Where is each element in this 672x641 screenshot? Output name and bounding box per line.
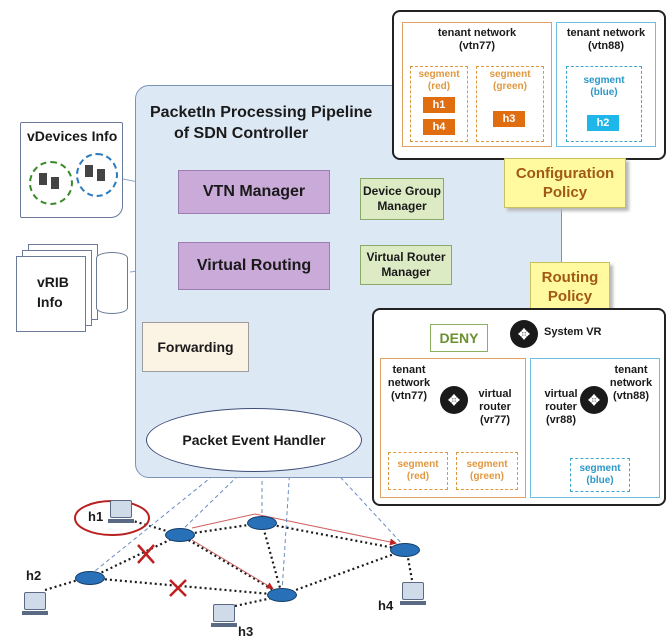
- config-segment-green: segment(green) h3: [476, 66, 544, 142]
- config-segment-red: segment(red) h1 h4: [410, 66, 468, 142]
- virtual-router-line1: Virtual Router: [366, 250, 446, 264]
- routing-tenant-vtn77: [380, 358, 526, 498]
- switch-icon: [247, 516, 277, 530]
- vdevice-group-green: [29, 161, 73, 205]
- switch-icon: [390, 543, 420, 557]
- routing-segment-blue: segment(blue): [570, 458, 630, 492]
- packet-event-handler: Packet Event Handler: [146, 408, 362, 472]
- config-tn77-label: tenant network(vtn77): [437, 27, 517, 52]
- host-h3-icon: [213, 604, 235, 622]
- config-tenant-vtn77: [402, 22, 552, 147]
- host-h2-icon: [24, 592, 46, 610]
- pipeline-title-line2: of SDN Controller: [174, 125, 309, 142]
- config-segment-blue: segment(blue) h2: [566, 66, 642, 142]
- blocked-link-marks: [137, 544, 187, 597]
- vdevices-label: vDevices Info: [27, 128, 118, 144]
- vr77-router-icon: ✥: [440, 386, 468, 414]
- vtn-manager-box: VTN Manager: [178, 170, 330, 214]
- device-group-line1: Device Group: [362, 184, 442, 198]
- host-h2-base: [22, 611, 48, 615]
- host-h1-label: h1: [88, 509, 104, 524]
- configuration-panel: [392, 10, 666, 160]
- host-h1-base: [108, 519, 134, 523]
- vdevice-icon: [97, 169, 105, 181]
- host-h2-label: h2: [26, 568, 42, 583]
- device-group-line2: Manager: [377, 199, 427, 213]
- vrib-database-icon: [96, 252, 128, 314]
- config-tenant-vtn88: [556, 22, 656, 147]
- host-h3-base: [211, 623, 237, 627]
- switch-icon: [75, 571, 105, 585]
- routing-segment-green: segment(green): [456, 452, 518, 490]
- forwarding-box: Forwarding: [142, 322, 249, 372]
- pipeline-title-line1: PacketIn Processing Pipeline: [150, 104, 373, 121]
- vrib-label-line1: vRIB: [37, 274, 69, 290]
- vdevice-icon: [39, 173, 47, 185]
- routing-segment-red: segment(red): [388, 452, 448, 490]
- host-h4-label: h4: [378, 598, 394, 613]
- host-h3-label: h3: [238, 624, 254, 639]
- switch-icon: [165, 528, 195, 542]
- vdevice-icon: [85, 165, 93, 177]
- host-h4-icon: [402, 582, 424, 600]
- config-host-h2: h2: [587, 115, 619, 131]
- routing-tenant-vtn88: [530, 358, 660, 498]
- config-host-h4: h4: [423, 119, 455, 135]
- vdevice-icon: [51, 177, 59, 189]
- vdevice-group-blue: [76, 153, 118, 197]
- vr88-router-icon: ✥: [580, 386, 608, 414]
- vdevices-info-doc: vDevices Info: [20, 122, 123, 218]
- system-vr-label: System VR: [544, 326, 602, 338]
- host-h1-icon: [110, 500, 132, 518]
- host-h4-base: [400, 601, 426, 605]
- system-vr-router-icon: ✥: [510, 320, 538, 348]
- config-host-h3: h3: [493, 111, 525, 127]
- pipeline-title: PacketIn Processing Pipeline of SDN Cont…: [150, 102, 410, 144]
- vrib-label-line2: Info: [37, 294, 63, 310]
- virtual-router-line2: Manager: [381, 265, 431, 279]
- virtual-routing-box: Virtual Routing: [178, 242, 330, 290]
- switch-icon: [267, 588, 297, 602]
- deny-label: DENY: [430, 324, 488, 352]
- vrib-doc-front: vRIB Info: [16, 256, 86, 332]
- config-tn88-label: tenant network(vtn88): [566, 27, 646, 52]
- config-host-h1: h1: [423, 97, 455, 113]
